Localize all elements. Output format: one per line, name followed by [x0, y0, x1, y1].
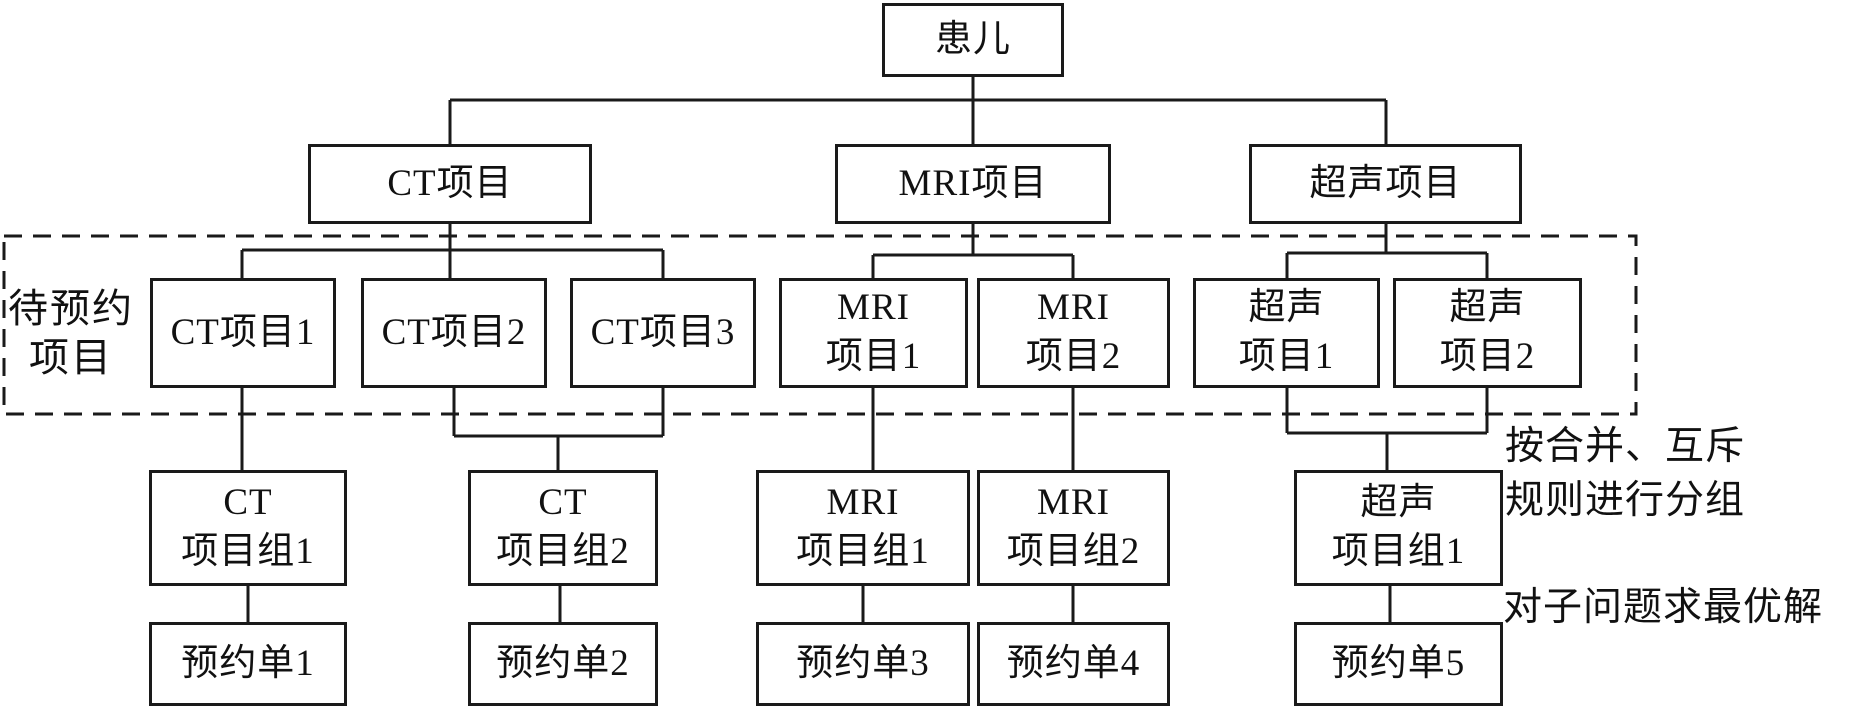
annotation-subproblem-solve: 对子问题求最优解	[1503, 581, 1823, 635]
node-ultrasound-item-1: 超声 项目1	[1193, 278, 1380, 388]
node-ct-group-2: CT 项目组2	[468, 470, 658, 586]
node-mri-group-1-line2: 项目组1	[796, 531, 930, 572]
node-ct-project: CT项目	[308, 144, 592, 224]
node-appointment-2: 预约单2	[468, 622, 658, 706]
pending-items-region	[2, 234, 1638, 416]
ultrasound-merge-bracket	[1285, 388, 1489, 470]
annotation-grouping-rule-line1: 按合并、互斥	[1505, 425, 1746, 468]
node-ultrasound-project: 超声项目	[1249, 144, 1522, 224]
node-ct-group-1: CT 项目组1	[149, 470, 347, 586]
node-ultrasound-item-1-line1: 超声	[1248, 287, 1325, 329]
node-mri-item-2-line2: 项目2	[1025, 336, 1122, 377]
node-mri-group-2: MRI 项目组2	[977, 470, 1170, 586]
annotation-subproblem-solve-line: 对子问题求最优解	[1503, 586, 1824, 629]
annotation-grouping-rule-line2: 规则进行分组	[1505, 479, 1746, 522]
node-mri-item-1-line2: 项目1	[825, 336, 922, 377]
node-patient: 患儿	[882, 3, 1064, 77]
annotation-grouping-rule: 按合并、互斥 规则进行分组	[1505, 420, 1745, 528]
node-ultrasound-item-2-line2: 项目2	[1439, 336, 1536, 377]
ultrasound-branch-connector	[1285, 224, 1489, 278]
node-appointment-2-label: 预约单2	[496, 642, 630, 684]
node-ct-group-1-line2: 项目组1	[181, 531, 315, 572]
node-ct-project-label: CT项目	[387, 162, 513, 204]
node-appointment-3: 预约单3	[756, 622, 970, 706]
node-ct-item-3-label: CT项目3	[590, 311, 736, 353]
node-appointment-5-label: 预约单5	[1331, 642, 1466, 684]
node-ct-group-2-line2: 项目组2	[496, 531, 630, 572]
node-mri-item-1-line1: MRI	[837, 287, 910, 329]
node-mri-group-2-line1: MRI	[1037, 482, 1110, 524]
pending-items-label: 待预约 项目	[0, 284, 142, 382]
node-ct-group-2-line1: CT	[538, 482, 588, 524]
ct-branch-connector	[240, 224, 665, 278]
node-mri-group-2-line2: 项目组2	[1006, 531, 1141, 572]
node-mri-item-1: MRI 项目1	[779, 278, 968, 388]
node-ct-item-3: CT项目3	[570, 278, 756, 388]
node-patient-label: 患儿	[935, 18, 1011, 60]
node-ct-item-2-label: CT项目2	[381, 311, 527, 353]
node-appointment-1: 预约单1	[149, 622, 347, 706]
pending-items-label-line2: 项目	[29, 335, 113, 380]
pending-items-label-line1: 待预约	[8, 286, 134, 331]
node-mri-project: MRI项目	[835, 144, 1111, 224]
node-ultrasound-item-2-line1: 超声	[1449, 287, 1526, 329]
node-ultrasound-project-label: 超声项目	[1309, 162, 1462, 204]
node-ultrasound-group-1-line1: 超声	[1360, 482, 1437, 524]
node-mri-group-1-line1: MRI	[826, 482, 900, 524]
mri-branch-connector	[871, 224, 1075, 278]
item-to-group-connectors	[240, 388, 1075, 470]
node-appointment-5: 预约单5	[1294, 622, 1503, 706]
node-ultrasound-group-1-line2: 项目组1	[1331, 531, 1466, 572]
node-appointment-3-label: 预约单3	[796, 642, 930, 684]
node-mri-item-2-line1: MRI	[1037, 287, 1110, 329]
node-mri-group-1: MRI 项目组1	[756, 470, 970, 586]
node-ct-item-1-label: CT项目1	[170, 311, 316, 353]
node-appointment-4-label: 预约单4	[1006, 642, 1141, 684]
node-ultrasound-item-2: 超声 项目2	[1393, 278, 1582, 388]
node-ct-item-1: CT项目1	[150, 278, 336, 388]
root-connector	[448, 77, 1388, 144]
node-ct-item-2: CT项目2	[361, 278, 547, 388]
node-ct-group-1-line1: CT	[223, 482, 273, 524]
node-mri-item-2: MRI 项目2	[977, 278, 1170, 388]
node-mri-project-label: MRI项目	[898, 162, 1048, 204]
node-appointment-1-label: 预约单1	[181, 642, 315, 684]
node-ultrasound-group-1: 超声 项目组1	[1294, 470, 1503, 586]
node-appointment-4: 预约单4	[977, 622, 1170, 706]
node-ultrasound-item-1-line2: 项目1	[1238, 336, 1335, 377]
ct-merge-bracket	[452, 388, 665, 470]
group-to-appointment-connectors	[246, 586, 1392, 622]
